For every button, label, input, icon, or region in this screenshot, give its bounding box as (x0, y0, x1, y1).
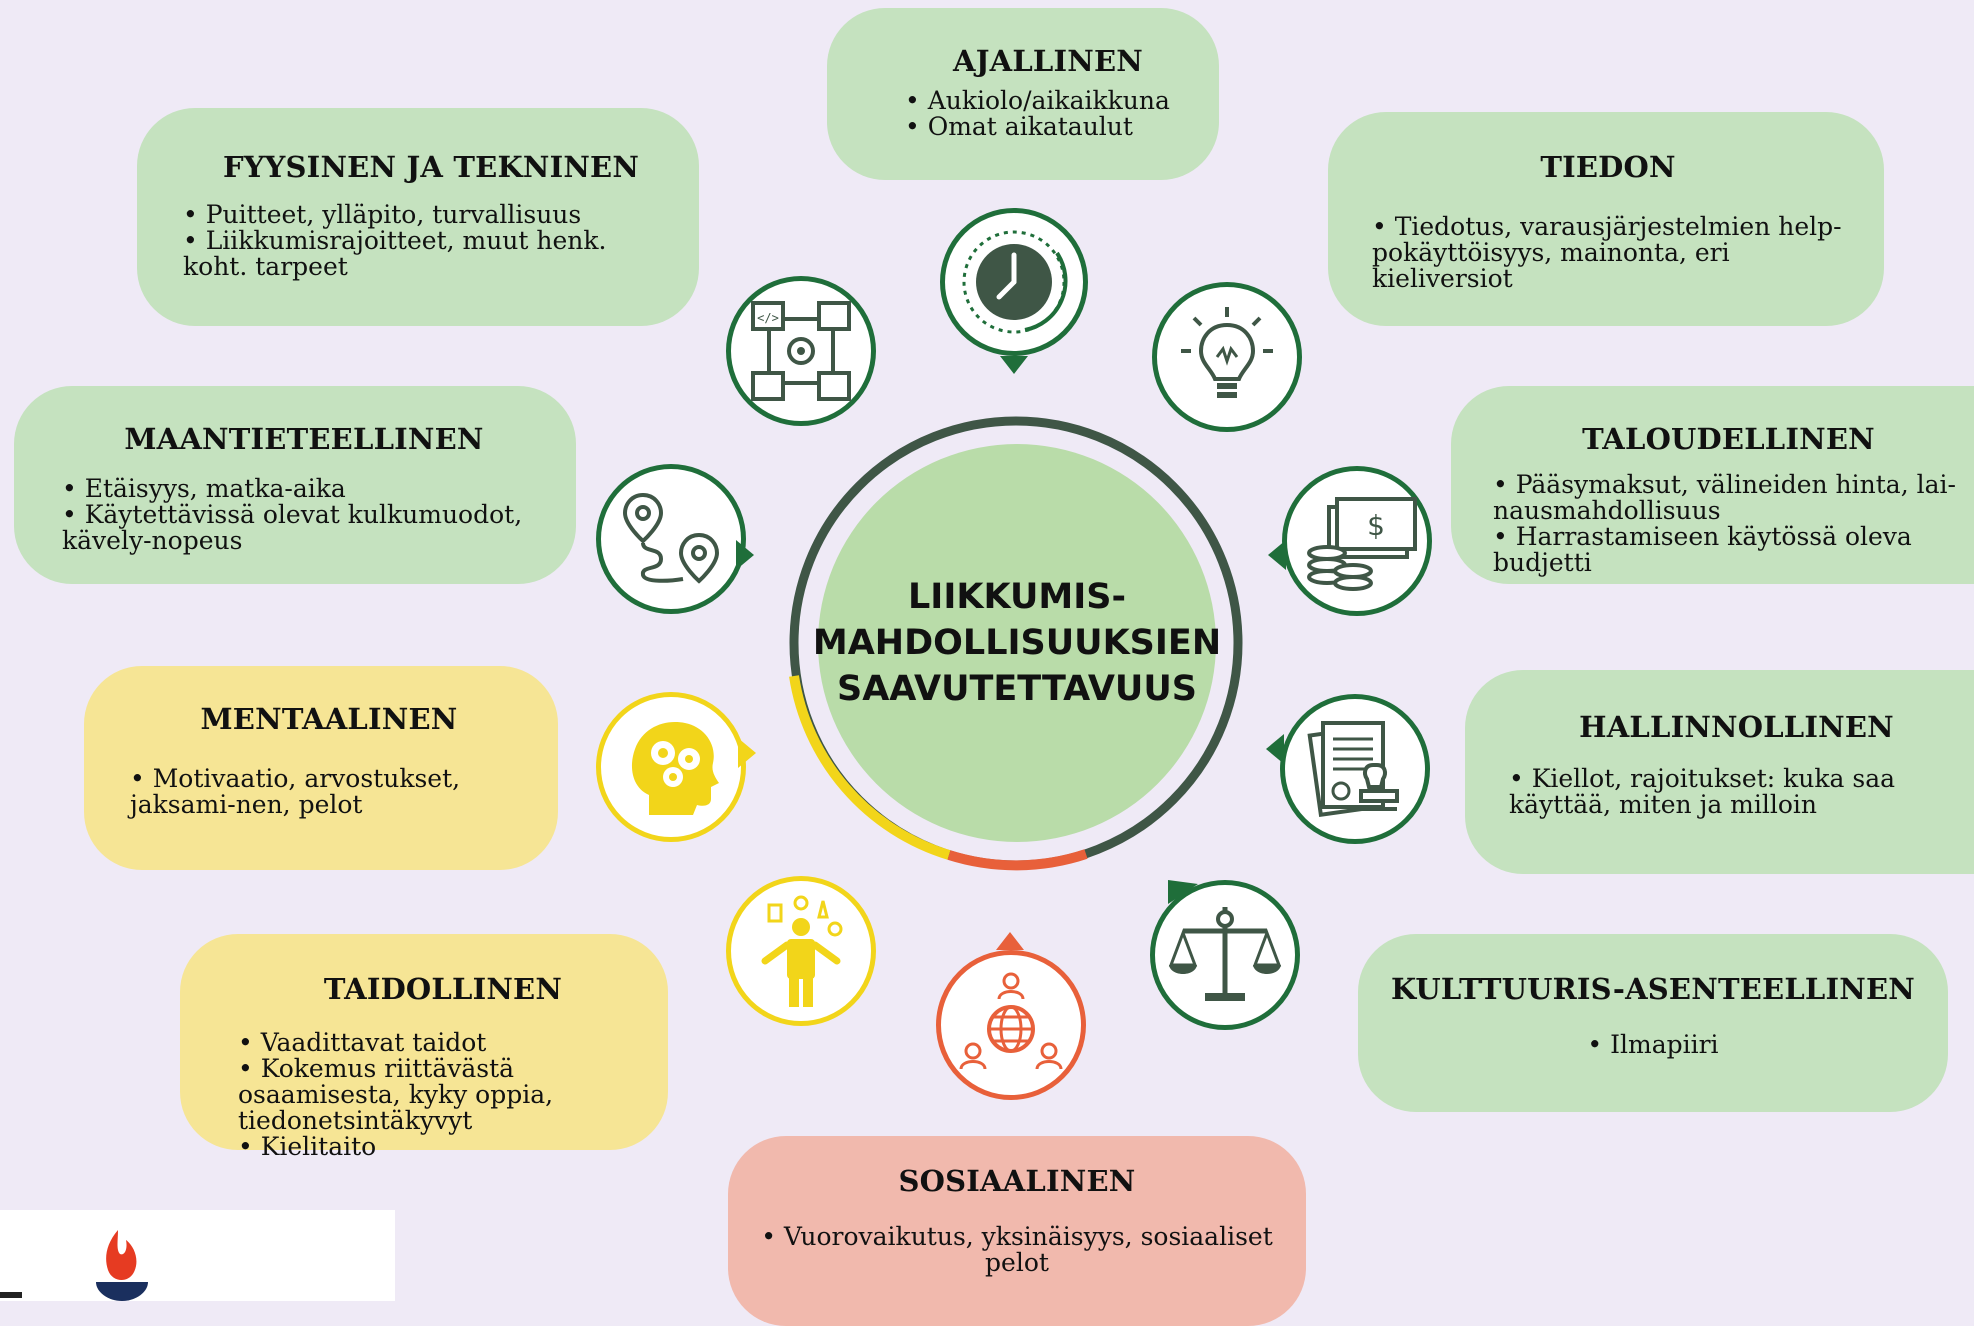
document-pointer (1266, 734, 1284, 764)
box-title: SOSIAALINEN (898, 1164, 1136, 1198)
box-item: Kokemus riittävästä osaamisesta, kyky op… (238, 1056, 648, 1134)
route-pointer (736, 540, 754, 570)
box-title: TAIDOLLINEN (323, 972, 563, 1006)
justice-pointer (1168, 880, 1198, 904)
head-gears-icon (596, 692, 746, 842)
box-item: Pääsymaksut, välineiden hinta, lai-nausm… (1493, 472, 1963, 524)
box-item: Liikkumisrajoitteet, muut henk. koht. ta… (183, 228, 643, 280)
document-stamp-icon (1280, 694, 1430, 844)
clock-pointer (1000, 356, 1028, 374)
center-circle: LIIKKUMIS- MAHDOLLISUUKSIEN SAAVUTETTAVU… (813, 444, 1221, 842)
social-pointer (996, 932, 1024, 950)
box-item: Ilmapiiri (1378, 1032, 1928, 1058)
people-globe-icon (936, 950, 1086, 1100)
lightbulb-icon (1152, 282, 1302, 432)
box-item: Vuorovaikutus, yksinäisyys, sosiaaliset … (748, 1224, 1286, 1276)
box-taidollinen: TAIDOLLINEN Vaadittavat taidot Kokemus r… (180, 934, 668, 1160)
box-title: MENTAALINEN (200, 702, 458, 736)
center-title: LIIKKUMIS- MAHDOLLISUUKSIEN SAAVUTETTAVU… (812, 577, 1222, 709)
box-sosiaalinen: SOSIAALINEN Vuorovaikutus, yksinäisyys, … (728, 1136, 1306, 1326)
box-taloudellinen: TALOUDELLINEN Pääsymaksut, välineiden hi… (1451, 386, 1974, 584)
box-item: Käytettävissä olevat kulkumuodot, kävely… (62, 502, 562, 554)
map-route-icon (596, 464, 746, 614)
box-maantieteellinen: MAANTIETEELLINEN Etäisyys, matka-aika Kä… (14, 386, 576, 584)
university-logo (0, 1210, 395, 1301)
box-title: KULTTUURIS-ASENTEELLINEN (1390, 972, 1915, 1006)
box-fyysinen: FYYSINEN JA TEKNINEN Puitteet, ylläpito,… (137, 108, 699, 326)
box-mentaalinen: MENTAALINEN Motivaatio, arvostukset, jak… (84, 666, 558, 870)
svg-text:</>: </> (757, 311, 779, 325)
scales-icon (1150, 880, 1300, 1030)
box-item: Omat aikataulut (905, 114, 1219, 140)
box-item: Puitteet, ylläpito, turvallisuus (183, 202, 643, 228)
box-title: FYYSINEN JA TEKNINEN (222, 150, 640, 184)
person-skills-icon (726, 876, 876, 1026)
box-item: Tiedotus, varausjärjestelmien help-pokäy… (1372, 214, 1842, 292)
box-title: AJALLINEN (953, 44, 1143, 78)
gear-circuit-icon: </> (726, 276, 876, 426)
box-item: Aukiolo/aikaikkuna (905, 88, 1219, 114)
box-item: Kielitaito (238, 1134, 648, 1160)
box-item: Motivaatio, arvostukset, jaksami-nen, pe… (130, 766, 530, 818)
box-hallinnollinen: HALLINNOLLINEN Kiellot, rajoitukset: kuk… (1465, 670, 1974, 874)
box-title: TALOUDELLINEN (1582, 422, 1875, 456)
money-pointer (1268, 540, 1286, 570)
mind-pointer (738, 738, 756, 768)
torch-logo-icon (0, 1230, 148, 1301)
box-item: Vaadittavat taidot (238, 1030, 648, 1056)
box-tiedon: TIEDON Tiedotus, varausjärjestelmien hel… (1328, 112, 1884, 326)
box-title: TIEDON (1540, 150, 1676, 184)
money-coins-icon: $ (1282, 466, 1432, 616)
box-item: Kiellot, rajoitukset: kuka saa käyttää, … (1509, 766, 1959, 818)
clock-icon (940, 208, 1088, 356)
box-title: MAANTIETEELLINEN (124, 422, 484, 456)
svg-text:$: $ (1367, 509, 1385, 542)
box-kulttuuris: KULTTUURIS-ASENTEELLINEN Ilmapiiri (1358, 934, 1948, 1112)
box-title: HALLINNOLLINEN (1579, 710, 1894, 744)
box-item: Harrastamiseen käytössä oleva budjetti (1493, 524, 1963, 576)
box-ajallinen: AJALLINEN Aukiolo/aikaikkuna Omat aikata… (827, 8, 1219, 180)
box-item: Etäisyys, matka-aika (62, 476, 562, 502)
